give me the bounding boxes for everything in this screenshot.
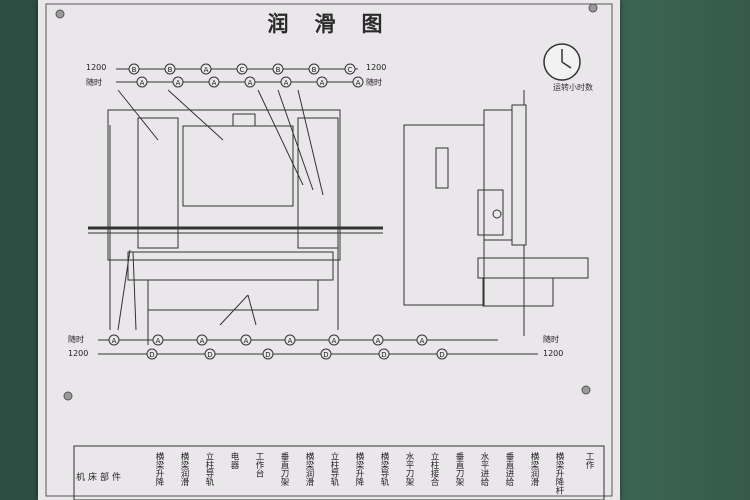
clock-label: 运转小时数 bbox=[553, 83, 593, 92]
bottom-line-2-symbol bbox=[436, 348, 448, 360]
bottom-line-1-symbol bbox=[328, 334, 340, 346]
top-line-1-symbol bbox=[200, 63, 212, 75]
top-line-label-1: 1200 bbox=[86, 63, 107, 72]
top-line-1-symbol bbox=[128, 63, 140, 75]
screw-icon bbox=[63, 391, 73, 401]
screw-icon bbox=[581, 385, 591, 395]
bottom-line-2-symbol-letter: D bbox=[149, 351, 154, 359]
table-header-cell: 横梁升降 bbox=[354, 452, 364, 486]
top-line-2-symbol-letter: A bbox=[320, 79, 325, 87]
bottom-line-1-symbol-letter: A bbox=[288, 337, 293, 345]
bottom-line-2-symbol-letter: D bbox=[323, 351, 328, 359]
bottom-line-2-symbol bbox=[378, 348, 390, 360]
top-line-1-symbol-letter: B bbox=[276, 66, 281, 74]
table-header-cell: 工作台 bbox=[254, 452, 264, 478]
screw-icon bbox=[55, 9, 65, 19]
table-header-cell: 垂直刀架 bbox=[454, 452, 464, 486]
table-header-cell: 横梁润滑 bbox=[179, 452, 189, 486]
page-title: 润滑图 bbox=[267, 11, 409, 36]
top-line-2-symbol bbox=[208, 76, 220, 88]
bottom-line-2-symbol bbox=[320, 348, 332, 360]
lubrication-table-outline bbox=[73, 445, 605, 500]
table-header-cell: 电器 bbox=[229, 452, 239, 469]
bottom-line-1-symbol bbox=[372, 334, 384, 346]
bottom-line-label-2: 1200 bbox=[68, 349, 89, 358]
top-line-1-symbol-letter: B bbox=[132, 66, 137, 74]
bottom-line-1-symbol bbox=[240, 334, 252, 346]
top-line-2-symbol-letter: A bbox=[248, 79, 253, 87]
top-line-1-symbol-letter: B bbox=[312, 66, 317, 74]
lubrication-table-header: 机床部件 横梁升降 横梁润滑 立柱导轨 电器 工作台 垂直刀架 横梁润滑 立柱导… bbox=[74, 448, 604, 500]
table-header-cell: 横梁润滑 bbox=[529, 452, 539, 486]
bottom-line-label-1: 随时 bbox=[68, 335, 84, 344]
table-header-cell: 垂直进给 bbox=[504, 452, 514, 486]
right-bottom-label-1: 随时 bbox=[543, 335, 559, 344]
bottom-line-2-symbol bbox=[262, 348, 274, 360]
top-line-1-symbol-letter: C bbox=[348, 66, 353, 74]
top-line-1-symbol-letter: A bbox=[204, 66, 209, 74]
right-bottom-label-2: 1200 bbox=[543, 349, 564, 358]
machine-side-view bbox=[403, 90, 589, 336]
top-line-1-symbol bbox=[236, 63, 248, 75]
top-line-label-2: 随时 bbox=[86, 78, 102, 87]
machine-front-view bbox=[88, 89, 383, 345]
bottom-line-1-symbol-letter: A bbox=[420, 337, 425, 345]
bottom-line-2-symbol-letter: D bbox=[265, 351, 270, 359]
top-line-2-symbol-letter: A bbox=[140, 79, 145, 87]
table-header-cell: 立柱导轨 bbox=[204, 452, 214, 486]
bottom-line-1-symbol bbox=[108, 334, 120, 346]
top-line-2-symbol bbox=[172, 76, 184, 88]
top-line-2-symbol bbox=[352, 76, 364, 88]
clock-icon bbox=[543, 43, 581, 81]
bottom-line-1-symbol bbox=[152, 334, 164, 346]
bottom-line-1-symbol bbox=[196, 334, 208, 346]
top-line-1-symbol bbox=[308, 63, 320, 75]
screw-icon bbox=[588, 3, 598, 13]
bottom-line-2-symbol bbox=[204, 348, 216, 360]
table-header-cell: 横梁润滑 bbox=[304, 452, 314, 486]
right-top-label-1: 1200 bbox=[366, 63, 387, 72]
top-line-2-symbol bbox=[136, 76, 148, 88]
table-header-cell: 垂直刀架 bbox=[279, 452, 289, 486]
top-line-2-symbol-letter: A bbox=[212, 79, 217, 87]
table-header-cell: 工作 bbox=[584, 452, 594, 469]
bottom-line-1-symbol bbox=[416, 334, 428, 346]
top-line-1-symbol-letter: B bbox=[168, 66, 173, 74]
plate-border bbox=[45, 3, 613, 497]
top-line-2-symbol bbox=[316, 76, 328, 88]
top-line-2-symbol bbox=[280, 76, 292, 88]
top-line-2-symbol-letter: A bbox=[176, 79, 181, 87]
table-header-cell: 立柱导轨 bbox=[329, 452, 339, 486]
top-line-2-symbol-letter: A bbox=[284, 79, 289, 87]
top-line-1-symbol bbox=[344, 63, 356, 75]
bottom-line-1-symbol-letter: A bbox=[200, 337, 205, 345]
bottom-line-1-symbol-letter: A bbox=[376, 337, 381, 345]
top-line-1-symbol-letter: C bbox=[240, 66, 245, 74]
table-header-cell: 立柱接合 bbox=[429, 452, 439, 486]
bottom-line-2-symbol-letter: D bbox=[439, 351, 444, 359]
bottom-line-1-symbol-letter: A bbox=[244, 337, 249, 345]
top-line-1-symbol bbox=[272, 63, 284, 75]
table-header-cell: 水平刀架 bbox=[404, 452, 414, 486]
bottom-line-1-symbol-letter: A bbox=[156, 337, 161, 345]
top-line-1-symbol bbox=[164, 63, 176, 75]
table-header-cell: 横梁升降 bbox=[154, 452, 164, 486]
table-header-cell: 水平进给 bbox=[479, 452, 489, 486]
bottom-line-1-symbol-letter: A bbox=[332, 337, 337, 345]
table-header-cell: 横梁导轨 bbox=[379, 452, 389, 486]
table-header-cell: 横梁升降杆 bbox=[554, 452, 564, 495]
bottom-lubrication-lines bbox=[98, 339, 538, 355]
bottom-line-2-symbol bbox=[146, 348, 158, 360]
top-line-2-symbol-letter: A bbox=[356, 79, 361, 87]
right-top-label-2: 随时 bbox=[366, 78, 382, 87]
table-header-first: 机床部件 bbox=[76, 473, 125, 483]
bottom-line-1-symbol bbox=[284, 334, 296, 346]
bottom-line-2-symbol-letter: D bbox=[381, 351, 386, 359]
bottom-line-1-symbol-letter: A bbox=[112, 337, 117, 345]
bottom-line-2-symbol-letter: D bbox=[207, 351, 212, 359]
top-line-2-symbol bbox=[244, 76, 256, 88]
